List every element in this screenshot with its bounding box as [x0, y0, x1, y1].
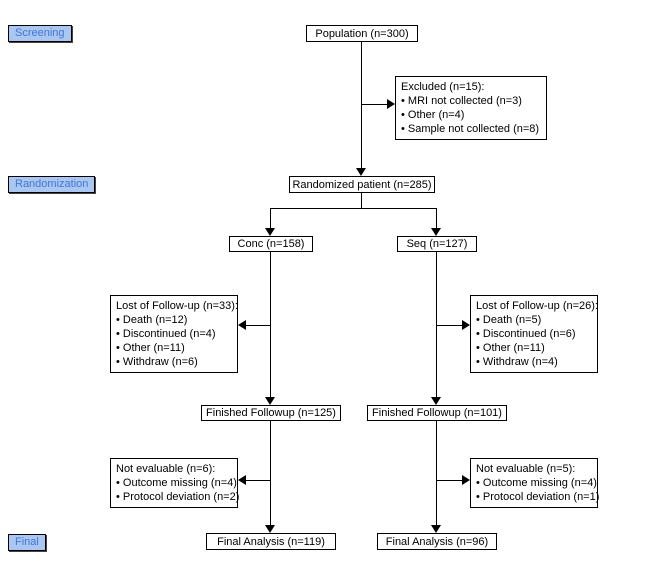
not-evaluable-left-item: • Protocol deviation (n=2)	[116, 491, 240, 503]
lost-followup-left-item: • Discontinued (n=4)	[116, 328, 216, 340]
lost-followup-right-item: • Discontinued (n=6)	[476, 328, 576, 340]
lost-followup-left-item: • Withdraw (n=6)	[116, 356, 198, 368]
not-evaluable-left-box: Not evaluable (n=6): • Outcome missing (…	[110, 458, 240, 508]
excluded-item: • Sample not collected (n=8)	[401, 123, 540, 135]
randomized-box: Randomized patient (n=285)	[289, 176, 435, 193]
connector-to-lost-left	[245, 325, 271, 326]
connector-seq-finished	[436, 252, 437, 398]
arrowhead-into-lost-left	[238, 320, 246, 330]
finished-followup-right-box: Finished Followup (n=101)	[367, 405, 507, 421]
seq-arm-box: Seq (n=127)	[397, 236, 477, 252]
not-evaluable-right-item: • Protocol deviation (n=1)	[476, 491, 600, 503]
lost-followup-left-item: • Other (n=11)	[116, 342, 185, 354]
arrowhead-into-lost-right	[462, 320, 470, 330]
lost-followup-right-title: Lost of Follow-up (n=26):	[476, 300, 598, 312]
arrowhead-into-final-left	[265, 525, 275, 533]
lost-followup-right-item: • Death (n=5)	[476, 314, 542, 326]
lost-followup-left-box: Lost of Follow-up (n=33): • Death (n=12)…	[110, 295, 238, 373]
arrowhead-into-noteval-left	[238, 475, 246, 485]
connector-split-horizontal	[270, 208, 437, 209]
stage-label-screening: Screening	[8, 25, 72, 42]
connector-to-noteval-right	[437, 480, 463, 481]
stage-label-randomization: Randomization	[8, 176, 96, 193]
connector-to-lost-right	[437, 325, 463, 326]
connector-to-excluded	[362, 104, 388, 105]
connector-randomized-split	[361, 193, 362, 209]
not-evaluable-left-title: Not evaluable (n=6):	[116, 463, 216, 475]
lost-followup-left-item: • Death (n=12)	[116, 314, 188, 326]
conc-arm-box: Conc (n=158)	[229, 236, 313, 252]
not-evaluable-right-title: Not evaluable (n=5):	[476, 463, 576, 475]
arrowhead-into-finished-left	[265, 397, 275, 405]
connector-to-noteval-left	[245, 480, 271, 481]
arrowhead-into-excluded	[387, 99, 395, 109]
final-analysis-right-box: Final Analysis (n=96)	[377, 533, 497, 550]
not-evaluable-left-item: • Outcome missing (n=4)	[116, 477, 237, 489]
excluded-item: • Other (n=4)	[401, 109, 465, 121]
excluded-title: Excluded (n=15):	[401, 81, 485, 93]
excluded-item: • MRI not collected (n=3)	[401, 95, 522, 107]
connector-finished-final-left	[270, 421, 271, 526]
lost-followup-right-item: • Other (n=11)	[476, 342, 545, 354]
lost-followup-right-box: Lost of Follow-up (n=26): • Death (n=5) …	[470, 295, 598, 373]
connector-finished-final-right	[436, 421, 437, 526]
arrowhead-into-seq	[431, 228, 441, 236]
connector-population-randomized	[361, 42, 362, 169]
lost-followup-right-item: • Withdraw (n=4)	[476, 356, 558, 368]
population-box: Population (n=300)	[306, 25, 418, 42]
lost-followup-left-title: Lost of Follow-up (n=33):	[116, 300, 238, 312]
not-evaluable-right-item: • Outcome missing (n=4)	[476, 477, 597, 489]
arrowhead-into-randomized	[356, 168, 366, 176]
final-analysis-left-box: Final Analysis (n=119)	[206, 533, 336, 550]
arrowhead-into-noteval-right	[462, 475, 470, 485]
not-evaluable-right-box: Not evaluable (n=5): • Outcome missing (…	[470, 458, 600, 508]
connector-split-seq	[436, 208, 437, 229]
excluded-box: Excluded (n=15): • MRI not collected (n=…	[395, 76, 547, 140]
stage-label-final: Final	[8, 534, 46, 551]
arrowhead-into-finished-right	[431, 397, 441, 405]
arrowhead-into-conc	[265, 228, 275, 236]
arrowhead-into-final-right	[431, 525, 441, 533]
connector-split-conc	[270, 208, 271, 229]
finished-followup-left-box: Finished Followup (n=125)	[201, 405, 341, 421]
